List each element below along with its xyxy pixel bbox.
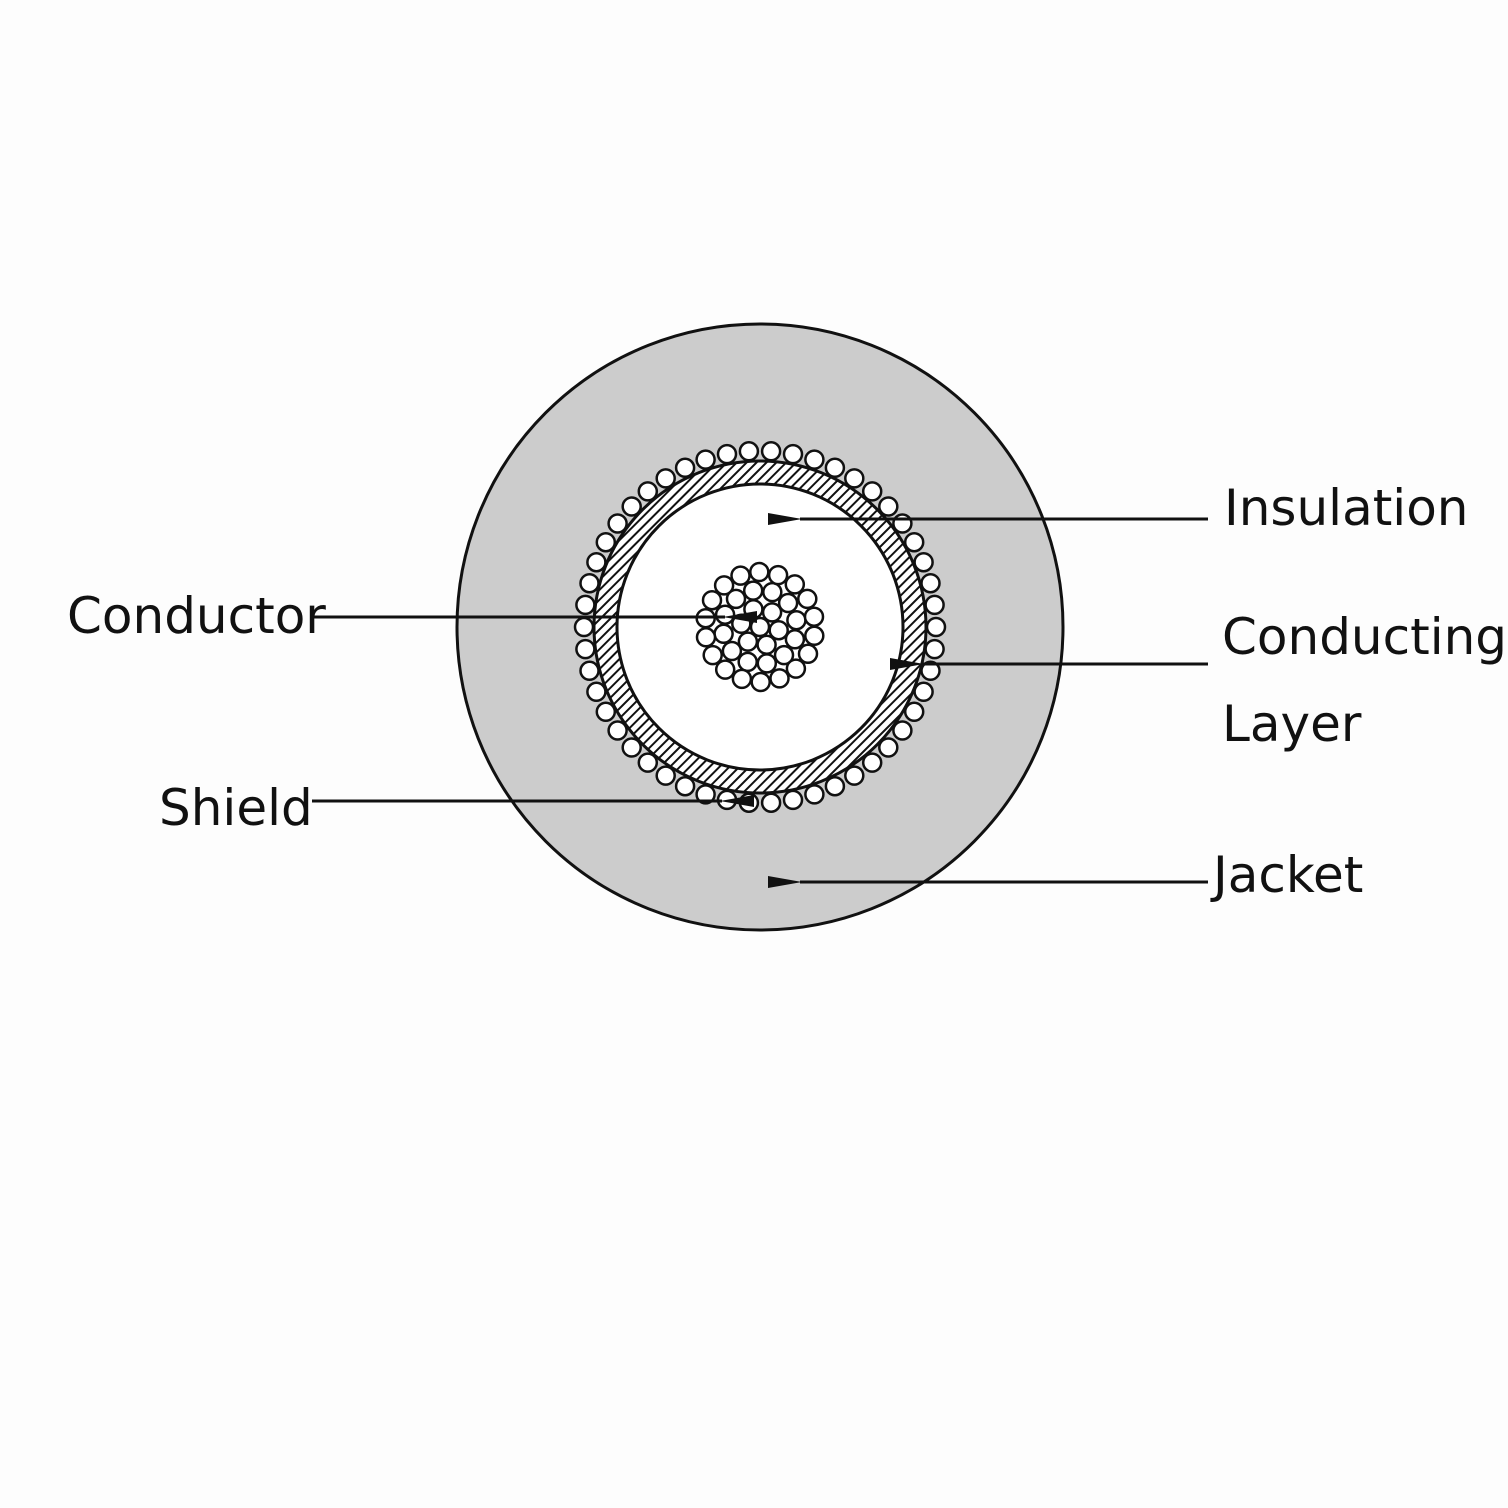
conductor-strand xyxy=(737,631,759,652)
conductor-strand xyxy=(785,658,807,679)
shield-wire xyxy=(586,681,607,703)
shield-wire xyxy=(716,443,738,465)
shield-wire xyxy=(655,468,676,489)
shield-wire xyxy=(595,701,617,723)
shield-wire xyxy=(607,720,628,741)
conducting-layer-label-line2: Layer xyxy=(1222,695,1362,753)
conductor-strand xyxy=(797,588,818,610)
conductor-strand xyxy=(797,643,819,665)
conductor-strand xyxy=(767,564,789,586)
conductor-strand xyxy=(777,592,799,614)
shield-wire xyxy=(804,449,825,470)
conductor-strand xyxy=(756,653,778,674)
conductor-strand xyxy=(721,640,743,662)
shield-wire xyxy=(903,531,925,553)
conductor-strand xyxy=(713,623,734,645)
conductor-strand xyxy=(725,588,747,610)
shield-wire xyxy=(674,457,696,479)
conductor-strand xyxy=(730,565,751,586)
shield-wire xyxy=(595,531,617,553)
shield-wire xyxy=(824,457,846,479)
conductor-strand xyxy=(713,575,735,596)
shield-wire xyxy=(637,481,659,502)
shield-wire xyxy=(878,737,899,758)
conductor-strand xyxy=(749,561,770,583)
conductor-strand xyxy=(714,659,736,680)
conductor-strand xyxy=(701,589,723,611)
shield-wire xyxy=(824,775,846,797)
jacket-label: Jacket xyxy=(1213,846,1364,904)
conductor-strand xyxy=(702,644,723,666)
shield-label: Shield xyxy=(159,779,313,837)
conductor-strand xyxy=(714,604,736,625)
shield-wire xyxy=(861,481,883,502)
shield-wire xyxy=(655,765,676,786)
shield-wire xyxy=(621,737,642,758)
conductor-strand xyxy=(743,598,764,620)
shield-wire xyxy=(695,449,716,470)
shield-wire xyxy=(903,701,925,723)
shield-wire xyxy=(579,572,600,594)
shield-braid xyxy=(573,441,947,813)
shield-wire xyxy=(579,660,600,682)
conductor-strand xyxy=(786,609,807,631)
shield-wire xyxy=(637,752,659,773)
shield-wire xyxy=(782,443,804,465)
shield-wire xyxy=(924,638,945,660)
shield-wire xyxy=(760,441,782,462)
shield-wire xyxy=(913,551,934,573)
conductor-label: Conductor xyxy=(67,587,326,645)
conductor-strand xyxy=(784,629,806,650)
shield-wire xyxy=(861,752,883,773)
shield-wire xyxy=(804,784,825,805)
conductor-strand xyxy=(773,644,795,666)
shield-wire xyxy=(621,496,642,517)
conductor-strand xyxy=(756,634,777,656)
shield-wire xyxy=(924,594,945,616)
conductor-strand xyxy=(768,619,789,641)
shield-wire xyxy=(925,616,947,638)
shield-wire xyxy=(674,775,696,797)
shield-wire xyxy=(738,792,760,813)
shield-wire xyxy=(892,720,913,741)
conductor-strand xyxy=(742,580,764,601)
conductor-strand xyxy=(750,671,771,693)
shield-wire xyxy=(607,513,628,534)
shield-wire xyxy=(575,638,596,660)
insulation-label: Insulation xyxy=(1224,479,1469,537)
shield-wire xyxy=(913,681,934,703)
conductor-strand xyxy=(804,625,825,647)
conducting-layer-label-line1: Conducting xyxy=(1222,608,1508,666)
conductor-strand xyxy=(695,627,717,648)
shield-wire xyxy=(586,551,607,573)
conductor-strand xyxy=(731,668,753,690)
conductor-strand xyxy=(803,606,825,627)
conductor-strand xyxy=(762,581,783,603)
shield-wire xyxy=(782,789,804,811)
shield-wire xyxy=(844,765,865,786)
shield-wire xyxy=(920,572,941,594)
conductor-strand xyxy=(769,668,790,689)
shield-wire xyxy=(575,594,596,616)
shield-wire xyxy=(573,616,595,638)
conductor-strands xyxy=(695,561,825,693)
shield-wire xyxy=(760,792,782,813)
shield-wire xyxy=(844,468,865,489)
conductor-strand xyxy=(761,602,783,623)
conductor-strand xyxy=(784,574,806,595)
shield-wire xyxy=(878,496,899,517)
shield-wire xyxy=(738,441,760,462)
conductor-strand xyxy=(737,651,758,673)
